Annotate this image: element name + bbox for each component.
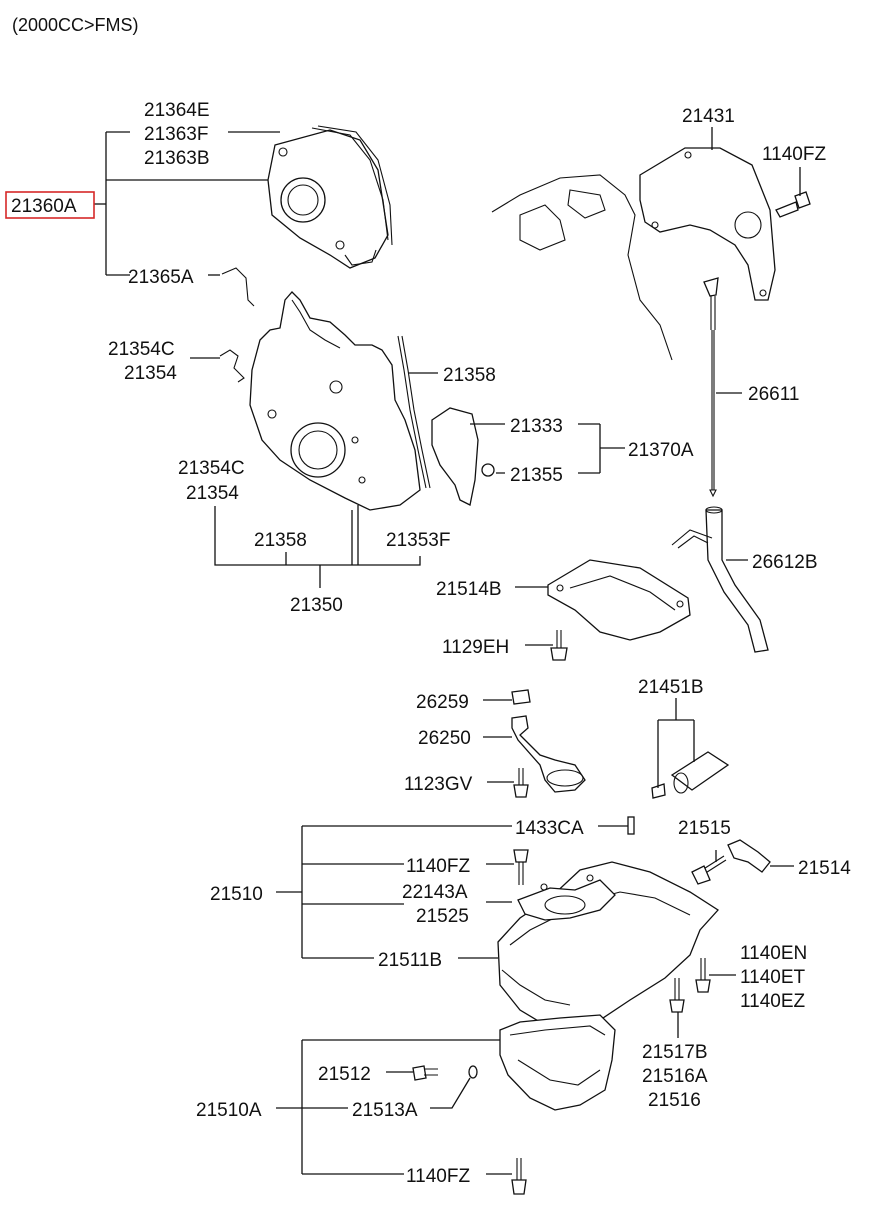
label-21370A[interactable]: 21370A	[628, 440, 694, 461]
label-1129EH[interactable]: 1129EH	[442, 637, 509, 658]
cover-tree-leader	[351, 505, 359, 565]
label-21355[interactable]: 21355	[510, 465, 563, 486]
pan-bolt-drawing	[513, 849, 529, 885]
grommet-drawing	[481, 463, 495, 477]
label-21514B[interactable]: 21514B	[436, 579, 502, 600]
label-21510A[interactable]: 21510A	[196, 1100, 262, 1121]
label-21354-upper[interactable]: 21354	[124, 363, 177, 384]
dowel-pin-drawing	[627, 816, 635, 835]
lower-pan-bracket	[276, 1039, 500, 1175]
label-21516[interactable]: 21516	[648, 1090, 701, 1111]
label-21511B[interactable]: 21511B	[378, 950, 442, 971]
engine-block-drawing	[491, 174, 673, 361]
baffle-plate-drawing	[547, 559, 691, 641]
label-21360A[interactable]: 21360A	[11, 196, 77, 217]
label-21354C-lower[interactable]: 21354C	[178, 458, 245, 479]
label-1140FZ-lower[interactable]: 1140FZ	[406, 1166, 470, 1187]
label-21517B[interactable]: 21517B	[642, 1042, 708, 1063]
label-1123GV[interactable]: 1123GV	[404, 774, 473, 795]
timing-cover-upper-drawing	[267, 125, 393, 269]
label-21451B[interactable]: 21451B	[638, 677, 704, 698]
oil-pan-lower-drawing	[499, 1014, 616, 1111]
label-22143A[interactable]: 22143A	[402, 882, 468, 903]
bracket-drawing	[727, 839, 771, 873]
rear-plate-drawing	[639, 147, 776, 301]
strainer-gasket-drawing	[511, 689, 531, 705]
label-1140FZ-plate[interactable]: 1140FZ	[762, 144, 826, 165]
label-26611[interactable]: 26611	[748, 384, 799, 405]
label-21350[interactable]: 21350	[290, 595, 343, 616]
label-26250[interactable]: 26250	[418, 728, 471, 749]
label-21358-upper[interactable]: 21358	[443, 365, 496, 386]
label-21512[interactable]: 21512	[318, 1064, 371, 1085]
dipstick-tube-drawing	[671, 506, 769, 653]
label-1433CA[interactable]: 1433CA	[515, 818, 584, 839]
drain-gasket-drawing	[468, 1065, 478, 1079]
label-21354C-upper[interactable]: 21354C	[108, 339, 175, 360]
small-cover-bracket	[470, 423, 625, 474]
dipstick-drawing	[703, 277, 719, 498]
drain-gasket-leader	[430, 1077, 471, 1109]
label-21333[interactable]: 21333	[510, 416, 563, 437]
strainer-bolt-drawing	[513, 768, 529, 798]
label-1140FZ-pan[interactable]: 1140FZ	[406, 856, 470, 877]
label-21525[interactable]: 21525	[416, 906, 469, 927]
label-21514[interactable]: 21514	[798, 858, 851, 879]
label-21365A[interactable]: 21365A	[128, 267, 194, 288]
label-1140EZ[interactable]: 1140EZ	[740, 991, 806, 1012]
sealant-bracket	[657, 698, 695, 788]
label-1140EN[interactable]: 1140EN	[740, 943, 807, 964]
baffle-bolt-drawing	[550, 630, 568, 661]
lower-cover-bracket	[214, 506, 421, 566]
cover-seal-strip-drawing	[397, 335, 431, 489]
oil-strainer-drawing	[511, 715, 586, 793]
label-26612B[interactable]: 26612B	[752, 552, 818, 573]
sealant-tube-drawing	[651, 751, 730, 799]
label-21513A[interactable]: 21513A	[352, 1100, 418, 1121]
label-21363B[interactable]: 21363B	[144, 148, 210, 169]
label-21510[interactable]: 21510	[210, 884, 263, 905]
label-21363F[interactable]: 21363F	[144, 124, 208, 145]
cover-small-drawing	[431, 407, 479, 506]
label-21358-lower[interactable]: 21358	[254, 530, 307, 551]
plate-bolt-drawing	[775, 191, 811, 218]
selected-part-box	[5, 191, 95, 219]
timing-cover-lower-drawing	[249, 291, 421, 511]
label-21515[interactable]: 21515	[678, 818, 731, 839]
lower-pan-bolt-drawing	[511, 1158, 527, 1195]
label-21354-lower[interactable]: 21354	[186, 483, 239, 504]
label-26259[interactable]: 26259	[416, 692, 469, 713]
label-21364E[interactable]: 21364E	[144, 100, 210, 121]
engine-variant-header: (2000CC>FMS)	[12, 15, 139, 35]
drain-plug-drawing	[412, 1065, 438, 1081]
pan-side-bolts-drawing	[669, 958, 711, 1013]
oil-pan-upper-drawing	[497, 861, 719, 1031]
label-1140ET[interactable]: 1140ET	[740, 967, 806, 988]
label-21516A[interactable]: 21516A	[642, 1066, 708, 1087]
label-21431[interactable]: 21431	[682, 106, 735, 127]
cover-clip-drawing	[219, 349, 245, 383]
bracket-bolt-drawing	[691, 855, 727, 885]
label-21353F[interactable]: 21353F	[386, 530, 450, 551]
cover-gasket-drawing	[221, 267, 255, 307]
